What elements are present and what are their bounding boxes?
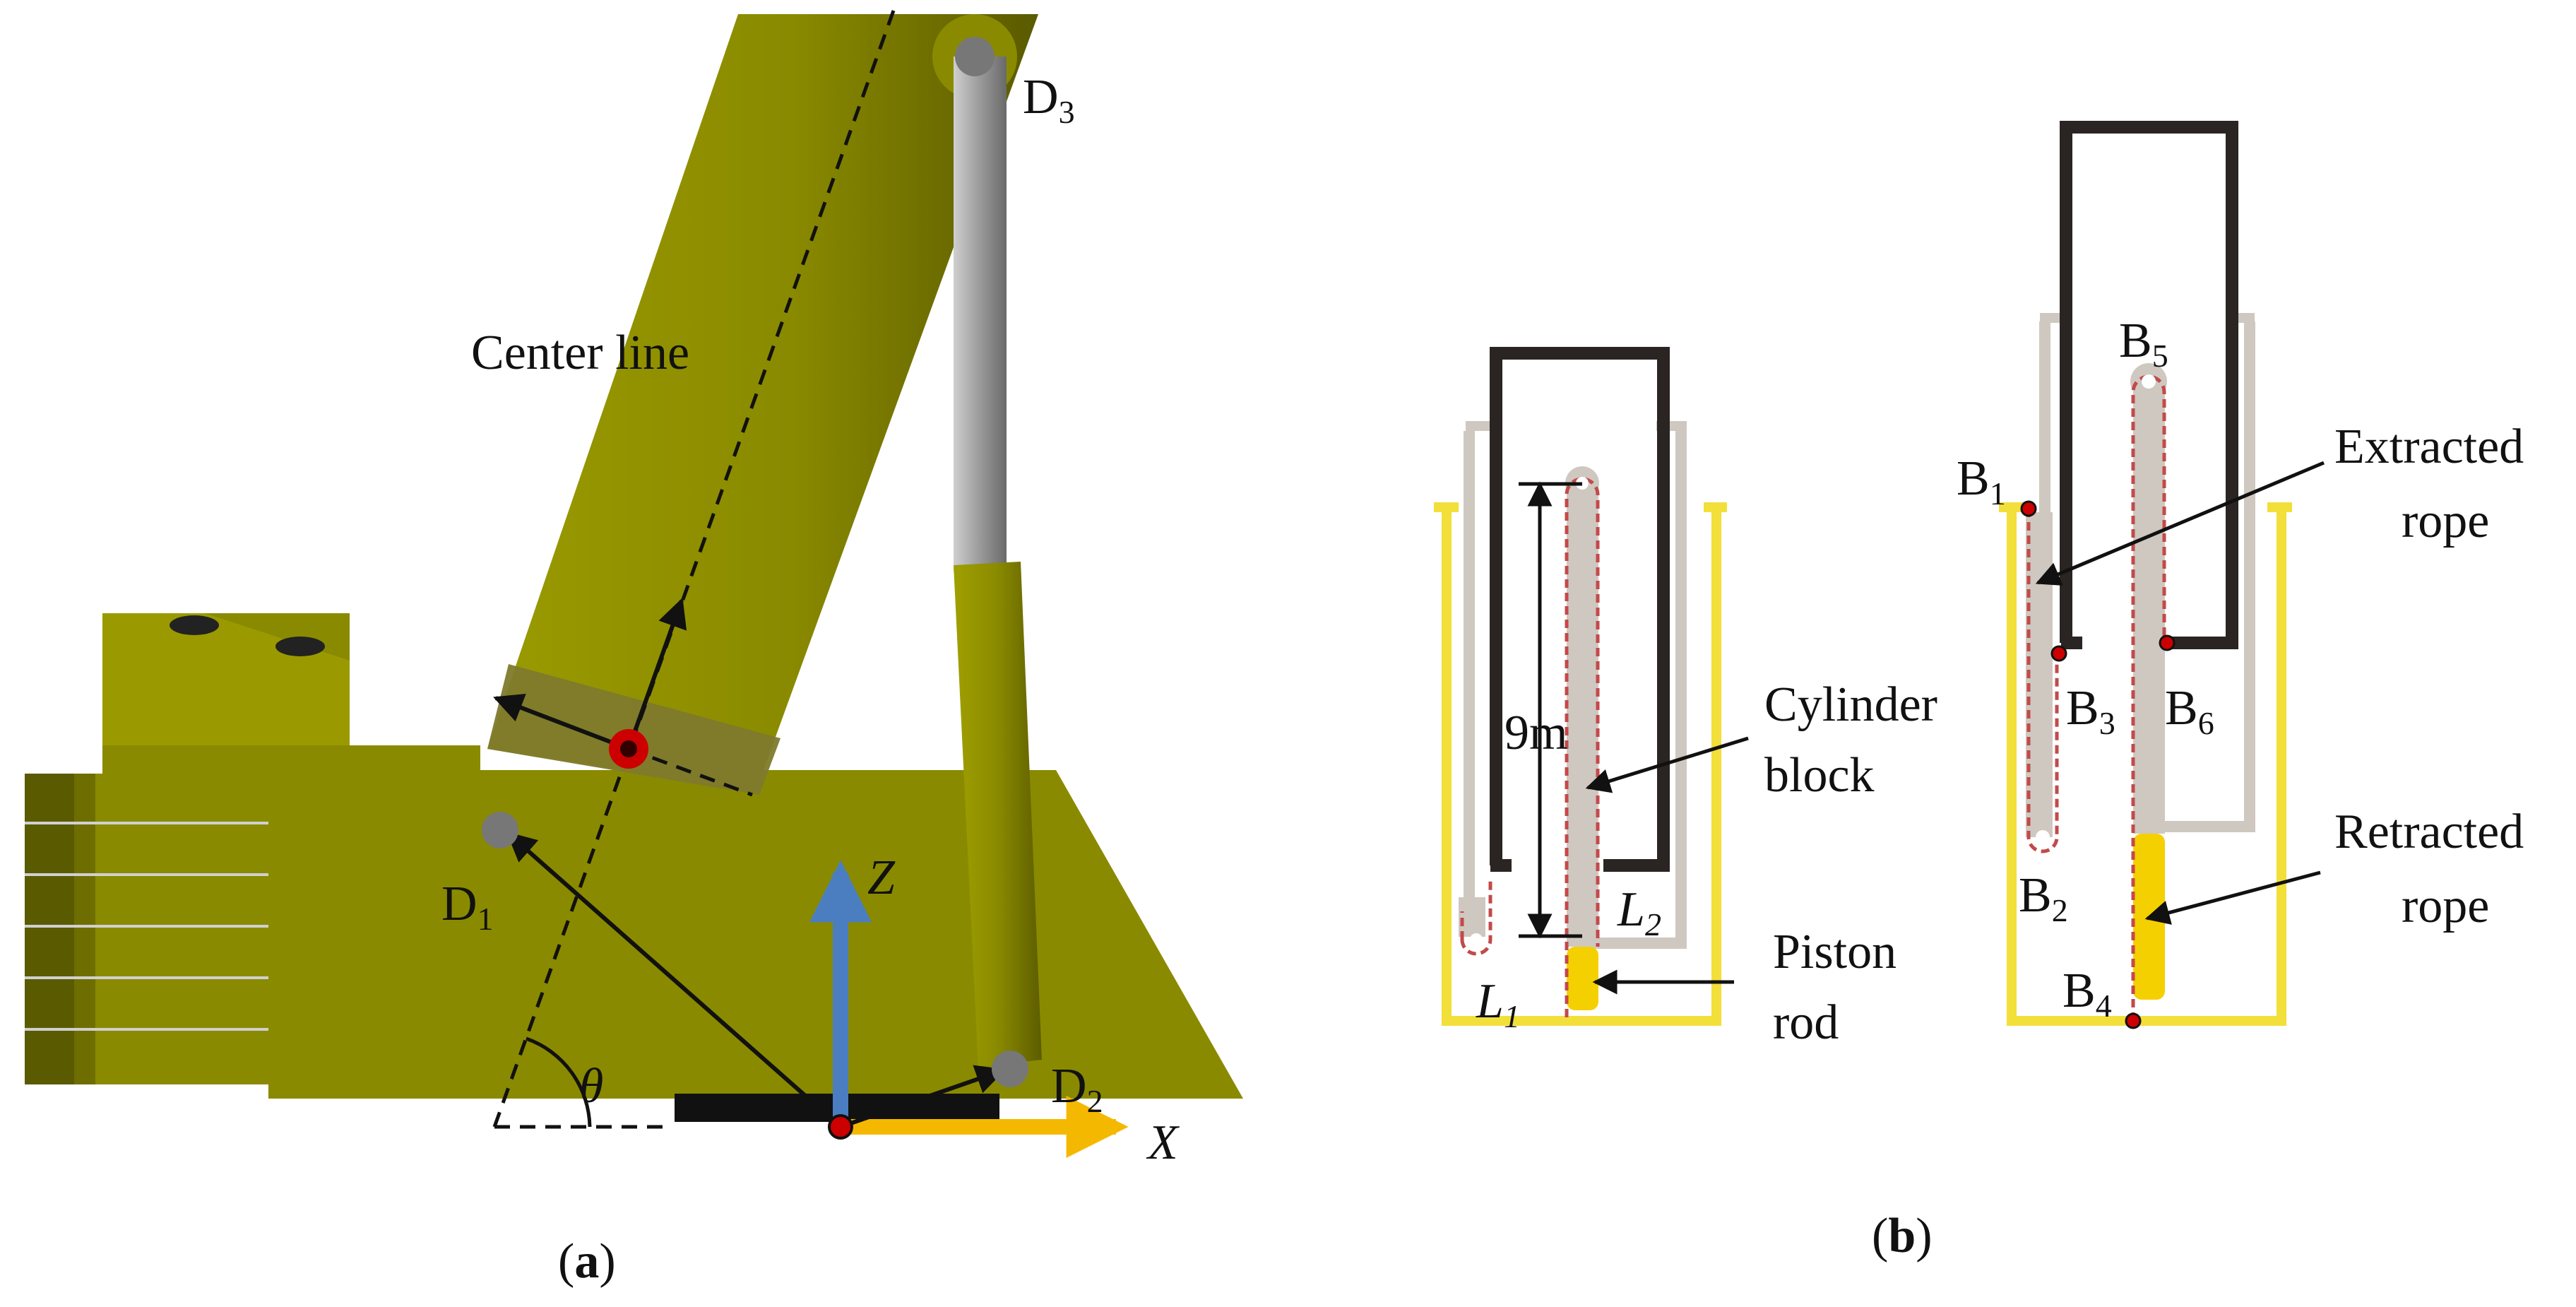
b6-label: B6 bbox=[2165, 681, 2214, 741]
telescope-left: 9m L1 L2 Cylinder block Piston rod bbox=[1434, 347, 1937, 1050]
point-b4 bbox=[2125, 1012, 2142, 1029]
piston-rod-label-2: rod bbox=[1773, 995, 1839, 1050]
center-line-label: Center line bbox=[471, 326, 689, 380]
d3-label: D3 bbox=[1023, 70, 1075, 130]
panel-b: 9m L1 L2 Cylinder block Piston rod bbox=[1434, 121, 2524, 1263]
z-axis-label: Z bbox=[867, 851, 896, 905]
cylinder-block-label-2: block bbox=[1764, 748, 1875, 803]
theta-arc bbox=[526, 1036, 592, 1128]
point-d2 bbox=[992, 1051, 1028, 1087]
d2-label: D2 bbox=[1051, 1059, 1103, 1119]
b3-label: B3 bbox=[2066, 681, 2115, 741]
telescope-right: B1 B2 B3 B4 B5 B6 Extracted rope Retract… bbox=[1957, 121, 2524, 1029]
x-axis-label: X bbox=[1146, 1116, 1180, 1170]
point-d1 bbox=[482, 812, 518, 848]
point-b6 bbox=[2159, 634, 2176, 651]
extracted-rope-label-1: Extracted bbox=[2334, 420, 2524, 474]
origin-point bbox=[828, 1114, 853, 1140]
theta-label: θ bbox=[579, 1059, 603, 1113]
piston-rod-label-1: Piston bbox=[1773, 925, 1897, 979]
panel-a: θ Z X D1 D2 D3 bbox=[25, 10, 1243, 1289]
b1-label: B1 bbox=[1957, 451, 2006, 511]
point-b1 bbox=[2020, 500, 2037, 517]
caption-a: (a) bbox=[558, 1234, 616, 1289]
b4-label: B4 bbox=[2062, 964, 2112, 1024]
point-d3 bbox=[955, 37, 995, 76]
l1-label: L1 bbox=[1476, 974, 1520, 1034]
global-axes: Z X bbox=[809, 851, 1180, 1170]
caption-b: (b) bbox=[1872, 1209, 1933, 1263]
retracted-rope-label-2: rope bbox=[2402, 879, 2489, 933]
dimension-9m: 9m bbox=[1504, 706, 1567, 760]
extracted-rope-label-2: rope bbox=[2402, 494, 2489, 548]
b2-label: B2 bbox=[2019, 868, 2068, 928]
vector-to-d1 bbox=[506, 832, 842, 1129]
retracted-rope-label-1: Retracted bbox=[2334, 805, 2524, 859]
luffing-cylinder bbox=[954, 57, 1042, 1067]
l2-label: L2 bbox=[1617, 882, 1661, 942]
vector-to-d2 bbox=[840, 1065, 1006, 1129]
joint-frame bbox=[493, 598, 753, 797]
center-line bbox=[492, 10, 896, 1128]
b5-label: B5 bbox=[2119, 314, 2168, 374]
d1-label: D1 bbox=[441, 877, 494, 937]
point-b3 bbox=[2050, 645, 2067, 662]
crane-base bbox=[25, 613, 1243, 1122]
cylinder-block-label-1: Cylinder bbox=[1764, 678, 1937, 732]
